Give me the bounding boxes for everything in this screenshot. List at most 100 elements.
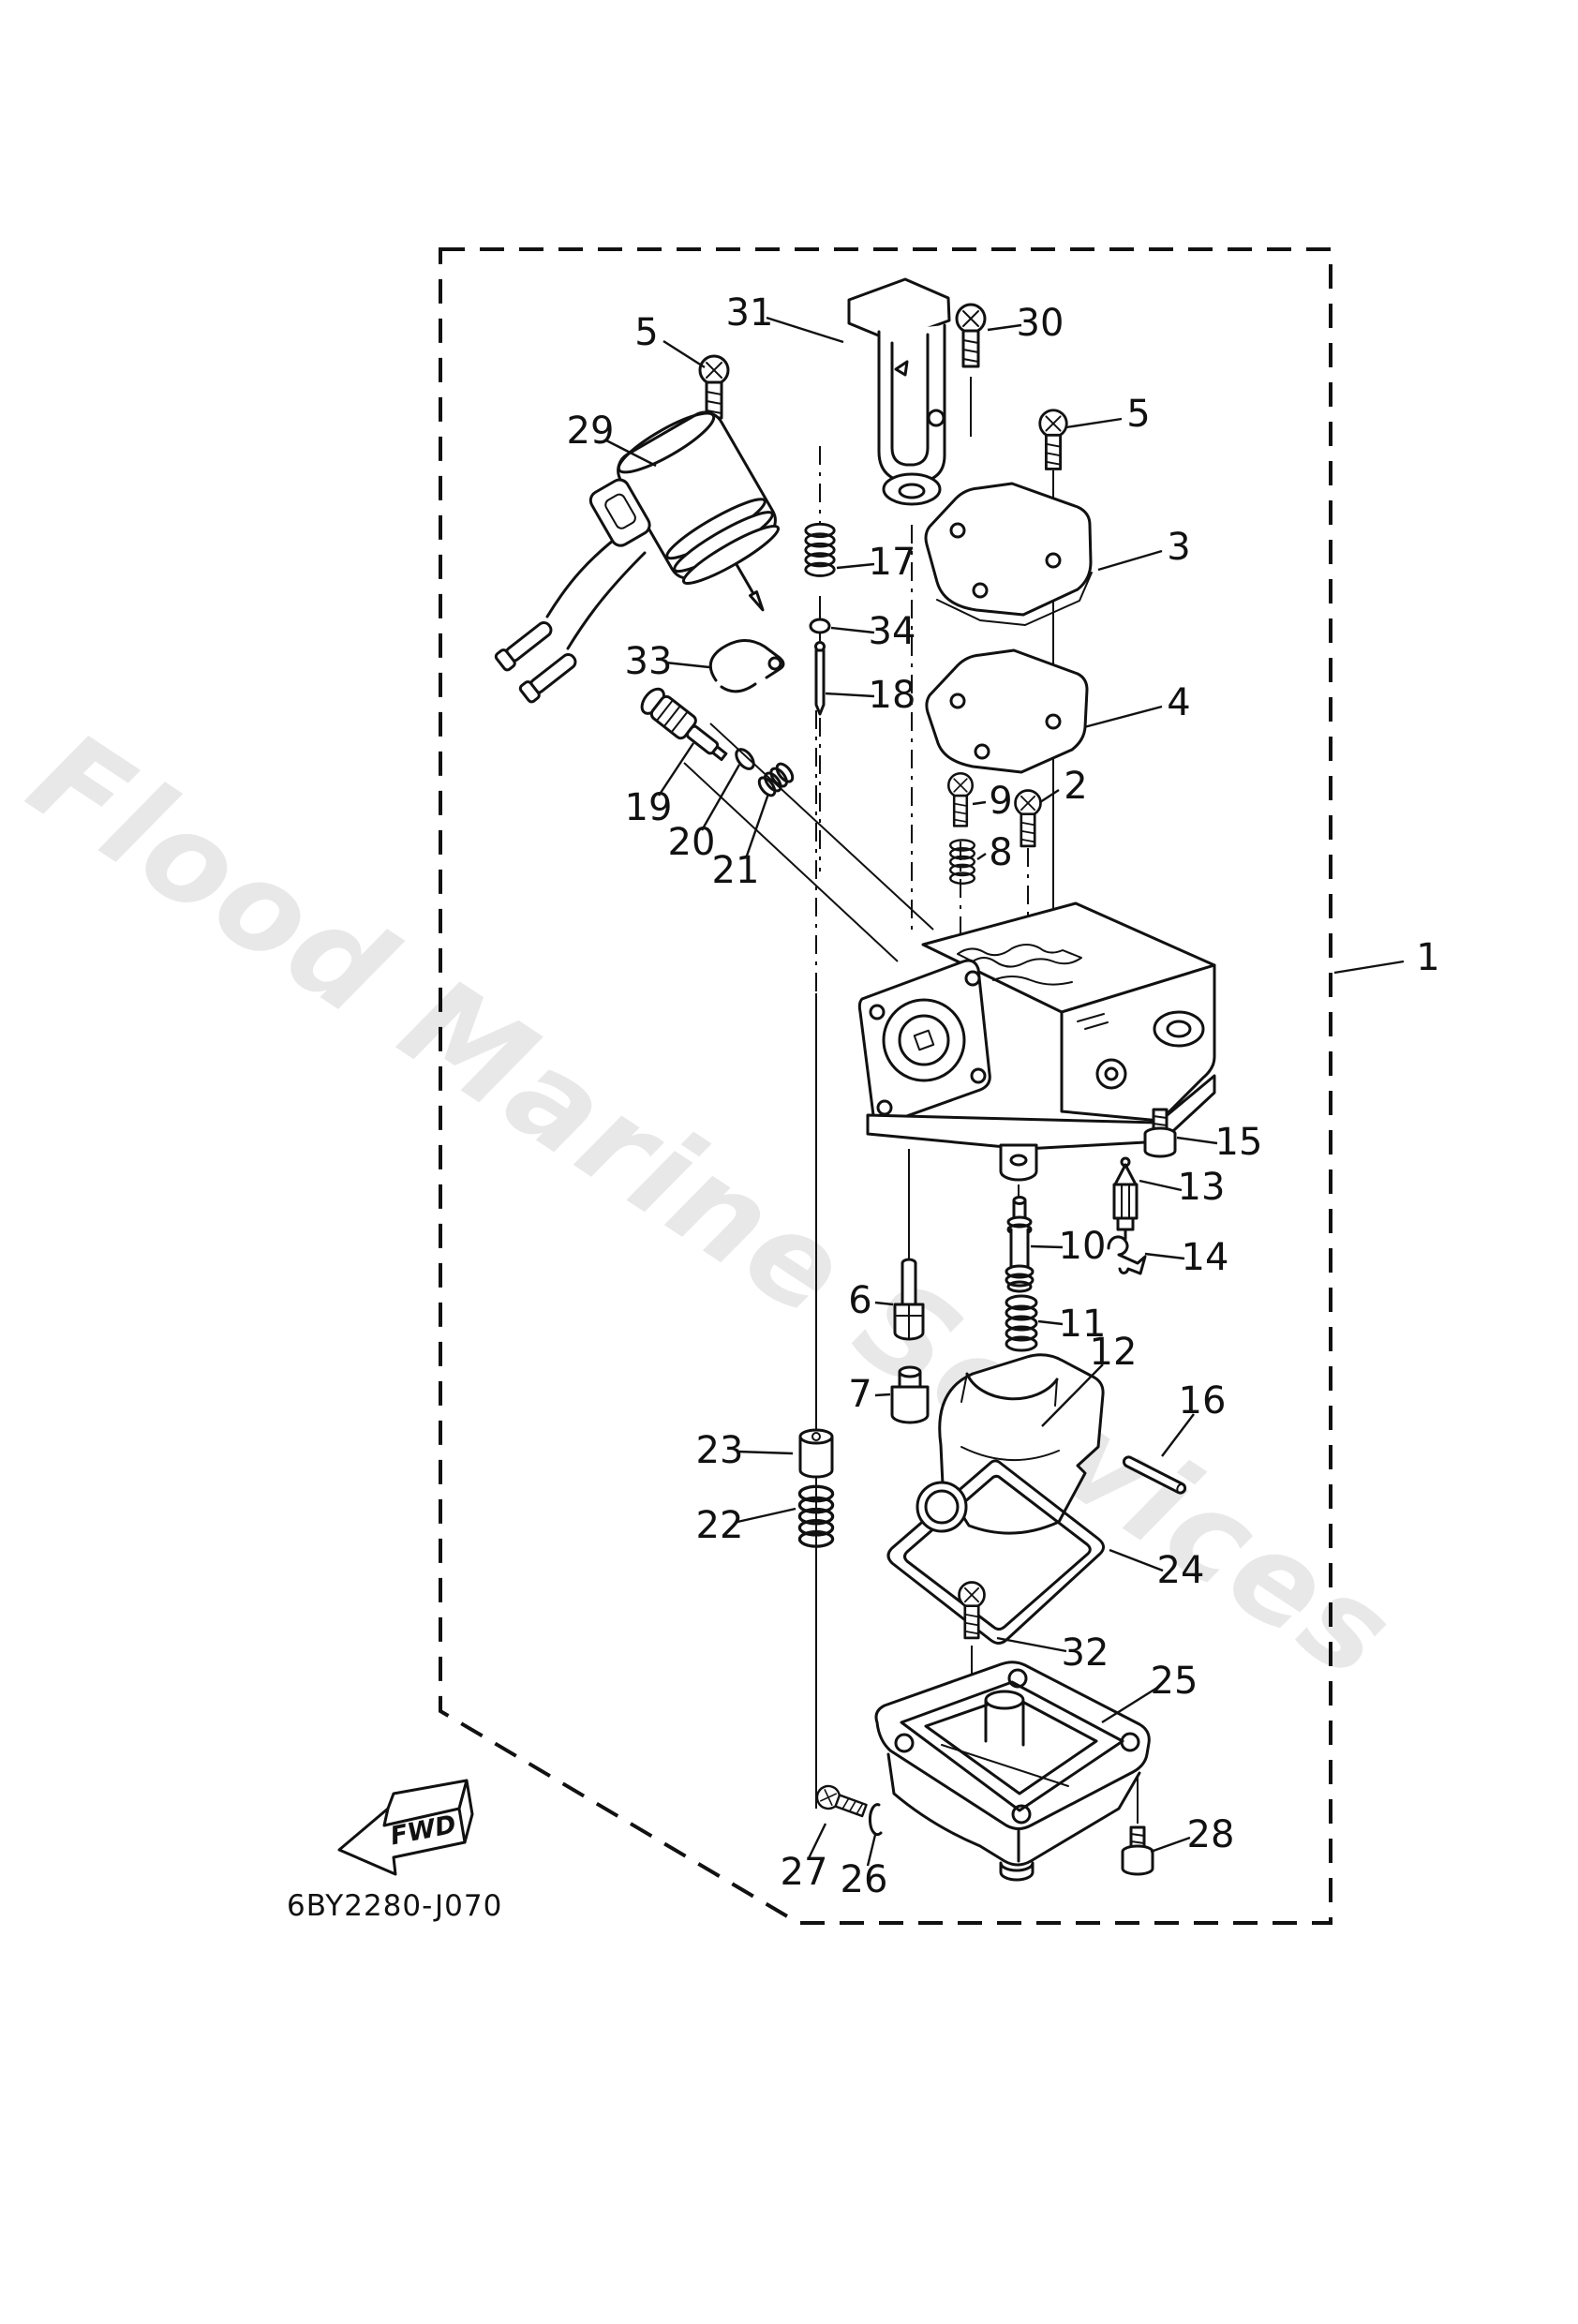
callout-label-11: 11 [1059,1303,1107,1346]
part-9-screw [946,771,975,827]
callout-label-12: 12 [1090,1331,1138,1374]
part-17-spring [804,522,836,577]
callout-label-34: 34 [869,610,916,653]
part-2-screw [1014,789,1042,848]
callout-leader-30 [987,323,1022,332]
callout-label-6: 6 [848,1279,871,1322]
callout-label-9: 9 [989,780,1012,823]
callout-leader-31 [766,316,844,344]
part-5-screw-left [698,354,730,420]
callout-label-29: 29 [567,410,615,453]
callout-label-28: 28 [1187,1813,1235,1856]
callout-leader-4 [1083,705,1163,729]
callout-label-24: 24 [1157,1549,1205,1592]
callout-leader-8 [976,853,987,860]
callout-leader-24 [1109,1548,1164,1572]
callout-leader-5 [662,339,706,369]
wire-terminal-icon [518,653,577,704]
callout-label-33: 33 [625,640,673,683]
callouts-layer: 1234556789101112131415161718192021222324… [567,291,1440,1901]
callout-label-7: 7 [848,1373,871,1416]
callout-label-3: 3 [1167,526,1190,569]
callout-label-5: 5 [1126,393,1150,436]
part-30-screw [955,303,987,368]
callout-label-20: 20 [668,821,716,864]
part-18-needle [814,641,826,716]
part-5-screw-right [1038,409,1068,470]
callout-leader-6 [874,1301,894,1306]
callout-leader-11 [1037,1319,1064,1326]
callout-label-19: 19 [625,786,673,829]
callout-leader-1 [1333,960,1405,975]
callout-leader-12 [1041,1363,1104,1427]
callout-leader-20 [700,764,741,831]
callout-label-1: 1 [1416,936,1439,979]
dashed-boundary-box [439,247,1332,1925]
callout-label-2: 2 [1064,765,1087,808]
callout-leader-2 [1039,788,1060,804]
callout-label-23: 23 [696,1429,744,1472]
part-7-plug [890,1365,930,1424]
fwd-arrow: FWD [337,1779,474,1876]
callout-leader-33 [664,661,710,669]
part-10-main-nozzle [1005,1196,1035,1293]
part-14-clip [1107,1235,1147,1275]
callout-leader-10 [1030,1244,1064,1249]
part-33-link-clip [708,639,785,693]
callout-label-13: 13 [1178,1166,1226,1209]
part-28-bolt [1121,1825,1154,1876]
callout-label-22: 22 [696,1504,744,1547]
callout-label-26: 26 [841,1858,888,1901]
callout-label-30: 30 [1017,302,1064,345]
callout-label-17: 17 [869,541,916,584]
callout-leader-16 [1161,1413,1195,1457]
callout-leader-27 [807,1823,827,1859]
part-20-o-ring [735,748,755,770]
part-4-gasket [925,648,1089,774]
drawing-code: 6BY2280-J070 [287,1889,502,1923]
callout-leader-34 [830,626,875,634]
callout-leader-18 [825,692,875,698]
callout-leader-13 [1139,1179,1183,1192]
part-13-needle-valve [1112,1156,1139,1241]
part-19-pilot-screw [640,687,728,762]
callout-label-27: 27 [781,1851,828,1894]
callout-label-10: 10 [1059,1225,1107,1268]
callout-leader-7 [874,1393,891,1397]
callout-label-31: 31 [726,291,774,335]
callout-leader-21 [744,793,770,859]
part-8-spring [949,839,976,885]
callout-label-25: 25 [1151,1660,1198,1703]
part-3-cover-plate [924,482,1093,626]
part-31-bracket [847,277,951,506]
callout-leader-22 [737,1507,796,1524]
part-21-spring [757,762,795,797]
callout-label-16: 16 [1179,1379,1227,1423]
callout-label-18: 18 [869,674,916,717]
part-26-drain-gasket [868,1803,883,1837]
part-6-pilot-jet [893,1258,925,1341]
callout-leader-15 [1176,1136,1218,1145]
callout-leader-29 [605,439,657,468]
callout-label-21: 21 [712,849,760,892]
callout-leader-3 [1097,549,1163,572]
callout-leader-32 [996,1636,1067,1653]
callout-label-8: 8 [989,831,1012,874]
callout-label-14: 14 [1182,1236,1229,1279]
part-27-drain-screw [812,1781,870,1823]
callout-leader-28 [1150,1836,1191,1854]
part-23-grommet [798,1428,834,1479]
callout-leader-14 [1144,1252,1185,1260]
callout-label-5: 5 [634,311,658,354]
callout-leader-23 [737,1450,794,1455]
part-32-screw [958,1581,986,1640]
callout-leader-9 [972,800,987,806]
part-24-bowl-gasket [886,1459,1105,1645]
part-16-float-pin [1122,1455,1187,1495]
callout-leader-17 [836,562,875,570]
callout-leader-19 [657,742,695,797]
part-29-solenoid [494,410,781,704]
callout-label-32: 32 [1062,1631,1109,1675]
